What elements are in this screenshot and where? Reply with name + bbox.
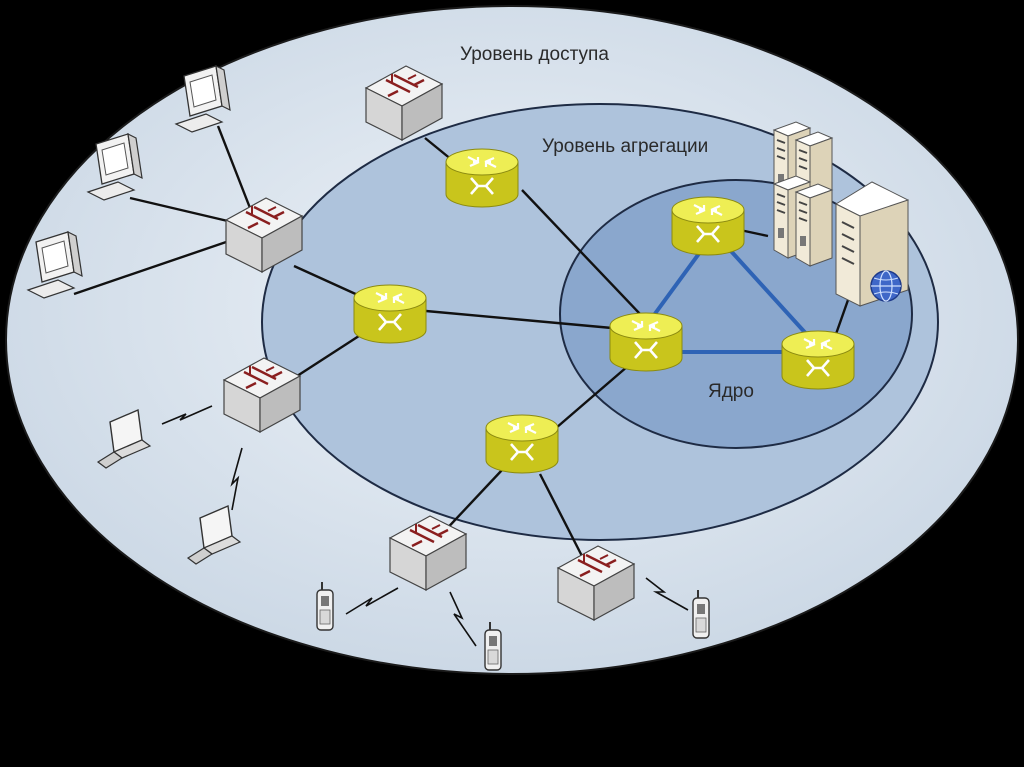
link-switch-agg <box>538 473 586 561</box>
aggregation-level-label: Уровень агрегации <box>542 136 708 157</box>
link-agg-core <box>425 309 613 330</box>
wireless-link <box>161 405 213 425</box>
link-pc-switch <box>73 238 233 296</box>
wireless-link <box>449 591 477 647</box>
core-router <box>670 195 746 257</box>
link-switch-agg <box>424 137 453 161</box>
link-pc-switch <box>216 125 252 209</box>
core-links <box>644 242 812 354</box>
link-agg-core <box>555 365 629 429</box>
link-switch-agg <box>293 332 363 380</box>
link-server-core <box>834 299 850 335</box>
web-server <box>834 181 910 307</box>
aggregation-router <box>444 147 520 209</box>
link-switch-agg <box>439 469 503 537</box>
link-pc-switch <box>129 196 233 224</box>
link-server-core <box>739 228 769 238</box>
core-label: Ядро <box>708 381 754 402</box>
server-unit <box>795 183 833 267</box>
core-router <box>780 329 856 391</box>
aggregation-router <box>352 283 428 345</box>
wireless-link <box>645 577 689 611</box>
core-router <box>608 311 684 373</box>
link-agg-core <box>521 189 641 315</box>
wireless-links <box>161 405 689 647</box>
globe-icon <box>870 270 902 302</box>
access-level-label: Уровень доступа <box>460 44 609 65</box>
wireless-link <box>230 447 243 511</box>
network-links <box>73 125 850 561</box>
server-rack-stack <box>773 121 833 267</box>
aggregation-router <box>484 413 560 475</box>
link-switch-agg <box>293 264 361 298</box>
core-link <box>728 248 812 340</box>
core-link <box>644 242 708 328</box>
wireless-link <box>345 587 399 615</box>
